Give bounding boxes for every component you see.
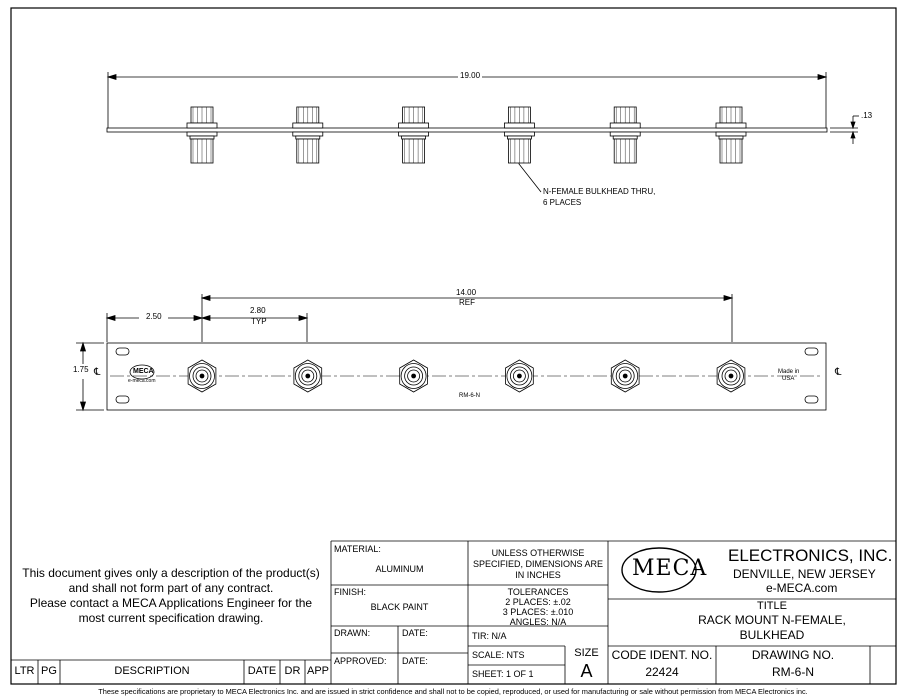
rev-ltr-header: LTR bbox=[14, 665, 35, 677]
notice-line-4: most current specification drawing. bbox=[78, 611, 264, 625]
spacing-label: TYP bbox=[251, 317, 267, 326]
size-label: SIZE bbox=[574, 647, 599, 659]
height-dim: 1.75 bbox=[73, 365, 89, 374]
connector-front-5 bbox=[610, 359, 640, 393]
finish-value: BLACK PAINT bbox=[370, 602, 429, 612]
spacing-dim: 2.80 bbox=[250, 306, 266, 315]
overall-length-dim: 19.00 bbox=[458, 71, 483, 80]
units-note-line-2: SPECIFIED, DIMENSIONS ARE bbox=[472, 559, 604, 569]
connector-side-4 bbox=[503, 106, 535, 164]
rev-app-header: APP bbox=[306, 665, 329, 677]
approved-label: APPROVED: bbox=[334, 656, 387, 666]
tolerances-title: TOLERANCES bbox=[507, 587, 569, 597]
connector-front-1 bbox=[187, 359, 217, 393]
approved-date-label: DATE: bbox=[402, 656, 428, 666]
tolerance-2-places: 2 PLACES: ±.02 bbox=[505, 597, 571, 607]
tir-value: TIR: N/A bbox=[472, 631, 507, 641]
connector-front-6 bbox=[716, 359, 746, 393]
drawing-no-value: RM-6-N bbox=[772, 665, 814, 679]
drawn-date-label: DATE: bbox=[402, 628, 428, 638]
ref-length-dim: 14.00 bbox=[456, 288, 477, 297]
tolerances: TOLERANCES 2 PLACES: ±.02 3 PLACES: ±.01… bbox=[468, 587, 608, 627]
notice-line-1: This document gives only a description o… bbox=[22, 566, 320, 580]
material-label: MATERIAL: bbox=[334, 544, 381, 554]
front-view bbox=[76, 294, 827, 412]
size-value: A bbox=[580, 661, 593, 681]
front-view-connectors bbox=[187, 359, 746, 393]
panel-logo: MECA bbox=[133, 368, 154, 375]
top-view-connectors bbox=[186, 106, 747, 164]
centerline-symbol-right: ℄ bbox=[835, 367, 842, 378]
connector-side-2 bbox=[292, 106, 324, 164]
connector-front-4 bbox=[505, 359, 534, 393]
thickness-dim: .13 bbox=[861, 111, 873, 120]
callout-line-2: 6 PLACES bbox=[543, 198, 582, 207]
ref-label: REF bbox=[459, 298, 475, 307]
units-note: UNLESS OTHERWISE SPECIFIED, DIMENSIONS A… bbox=[468, 548, 608, 581]
sheet-value: SHEET: 1 OF 1 bbox=[472, 669, 534, 679]
scale-value: SCALE: NTS bbox=[472, 650, 525, 660]
material-value: ALUMINUM bbox=[375, 564, 424, 574]
rev-pg-header: PG bbox=[41, 665, 57, 677]
centerline-symbol-left: ℄ bbox=[94, 367, 101, 378]
panel-url: e-meca.com bbox=[128, 378, 156, 384]
drawn-label: DRAWN: bbox=[334, 628, 371, 638]
title-label: TITLE bbox=[757, 600, 787, 612]
panel-usa: USA bbox=[782, 376, 795, 382]
first-offset-dim: 2.50 bbox=[146, 312, 162, 321]
drawing-border bbox=[10, 7, 897, 685]
notice-line-2: and shall not form part of any contract. bbox=[68, 581, 274, 595]
title-line-2: BULKHEAD bbox=[739, 628, 805, 642]
units-note-line-1: UNLESS OTHERWISE bbox=[491, 548, 585, 558]
callout-line-1: N-FEMALE BULKHEAD THRU, bbox=[543, 187, 656, 196]
finish-label: FINISH: bbox=[334, 587, 367, 597]
title-block-grid bbox=[11, 540, 896, 684]
spec-notice: This document gives only a description o… bbox=[14, 566, 328, 626]
notice-line-3: Please contact a MECA Applications Engin… bbox=[29, 596, 313, 610]
meca-logo: MECA bbox=[632, 556, 708, 581]
panel-made-in: Made in bbox=[778, 369, 800, 375]
rev-dr-header: DR bbox=[284, 665, 301, 677]
code-ident-label: CODE IDENT. NO. bbox=[611, 648, 713, 662]
company-location: DENVILLE, NEW JERSEY bbox=[733, 567, 876, 581]
connector-side-1 bbox=[186, 106, 218, 164]
rev-date-header: DATE bbox=[247, 665, 277, 677]
proprietary-footer: These specifications are proprietary to … bbox=[98, 687, 808, 696]
tolerance-3-places: 3 PLACES: ±.010 bbox=[502, 607, 574, 617]
company-name: ELECTRONICS, INC. bbox=[728, 546, 893, 565]
panel-part-number: RM-6-N bbox=[459, 393, 480, 399]
title-line-1: RACK MOUNT N-FEMALE, bbox=[698, 613, 846, 627]
company-website: e-MECA.com bbox=[766, 581, 838, 595]
connector-front-2 bbox=[293, 359, 323, 393]
drawing-no-label: DRAWING NO. bbox=[751, 648, 835, 662]
rev-description-header: DESCRIPTION bbox=[114, 665, 190, 677]
units-note-line-3: IN INCHES bbox=[515, 570, 561, 580]
tolerance-angles: ANGLES: N/A bbox=[509, 617, 567, 627]
connector-side-3 bbox=[398, 106, 430, 164]
connector-front-3 bbox=[399, 359, 428, 393]
connector-side-6 bbox=[715, 106, 747, 164]
code-ident-value: 22424 bbox=[645, 665, 679, 679]
connector-side-5 bbox=[609, 106, 641, 164]
